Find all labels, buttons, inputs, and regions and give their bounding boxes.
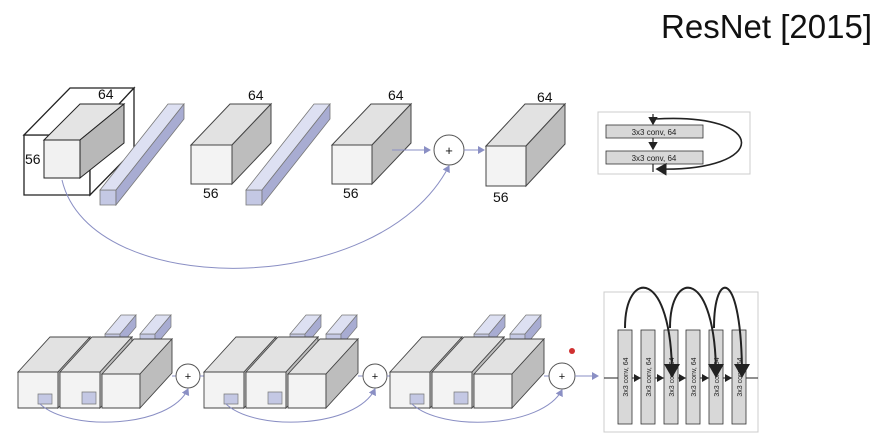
inset-conv-2: [605, 150, 704, 165]
stack-conv-layer: [617, 329, 633, 425]
slide-title: ResNet [2015]: [661, 8, 872, 45]
inset-conv-1-label: 3x3 conv, 64: [632, 128, 677, 137]
block-3-side-label: 56: [493, 189, 509, 205]
stack-conv-layer: [640, 329, 656, 425]
bottom-group-3: [388, 314, 546, 410]
add-node-top-symbol: +: [445, 143, 453, 158]
skip-connection-top: [61, 165, 450, 269]
block-2-depth-label: 64: [388, 87, 404, 103]
stack-conv-layer-label: 3x3 conv, 64: [623, 357, 630, 396]
bottom-group-2: [202, 314, 360, 410]
stack-conv-layer-label: 3x3 conv, 64: [737, 357, 744, 396]
feature-slab-2: [245, 102, 331, 207]
add-node-bottom-3-symbol: +: [559, 371, 565, 383]
feature-block-3: [484, 102, 567, 188]
block-1-depth-label: 64: [248, 87, 264, 103]
add-node-bottom-2-symbol: +: [372, 371, 378, 383]
block-3-depth-label: 64: [537, 89, 553, 105]
add-node-bottom-1-symbol: +: [185, 371, 191, 383]
input-volume: [22, 86, 136, 197]
inset-conv-1: [605, 124, 704, 139]
bottom-group-1: [16, 314, 174, 410]
stack-conv-layer: [685, 329, 701, 425]
stack-conv-layer-label: 3x3 conv, 64: [691, 357, 698, 396]
input-side-label: 56: [25, 151, 41, 167]
block-2-side-label: 56: [343, 185, 359, 201]
bottom-row-volumes: +: [16, 314, 599, 423]
feature-block-2: [330, 102, 413, 186]
feature-block-1: [189, 102, 273, 186]
residual-block-inset: 3x3 conv, 64 3x3 conv, 64: [597, 111, 751, 176]
feature-slab-1: [99, 102, 185, 207]
stack-conv-layer-label: 3x3 conv, 64: [646, 357, 653, 396]
pointer-marker: [569, 348, 575, 354]
inset-conv-2-label: 3x3 conv, 64: [632, 154, 677, 163]
conv-stack-diagram: 3x3 conv, 64 3x3 conv, 64 3x3 conv, 64 3x3 …: [603, 286, 759, 433]
block-1-side-label: 56: [203, 185, 219, 201]
input-depth-label: 64: [98, 86, 114, 102]
